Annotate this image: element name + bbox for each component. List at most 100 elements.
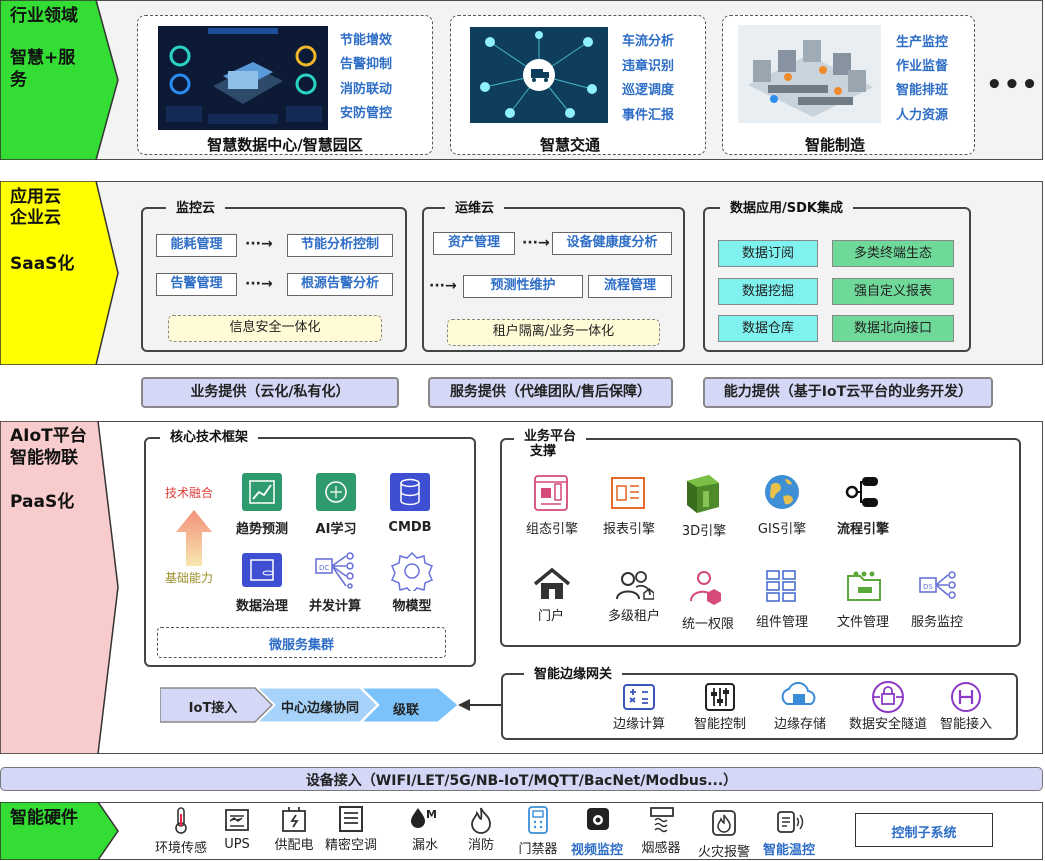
- tech-fusion-label: 技术融合: [165, 486, 214, 500]
- smart-control-label: 智能控制: [693, 717, 746, 732]
- ups-label: UPS: [224, 837, 250, 852]
- thing-model-label: 物模型: [392, 599, 432, 614]
- manufacturing-item-1[interactable]: 生产监控: [896, 35, 949, 50]
- report-engine-label: 报表引擎: [602, 522, 655, 537]
- biz-platform-title: 业务平台: [514, 428, 587, 446]
- 3d-engine-icon: [681, 473, 721, 515]
- precision-ac-label: 精密空调: [324, 838, 377, 853]
- svg-text:DC: DC: [319, 564, 329, 572]
- flow-iot-access[interactable]: IoT接入: [188, 701, 238, 716]
- datacenter-caption: 智慧数据中心/智慧园区: [207, 136, 363, 154]
- access-control-label: 门禁器: [518, 842, 558, 857]
- paas-layer-title-2: 智能物联: [10, 448, 78, 468]
- trend-prediction-label: 趋势预测: [235, 522, 288, 537]
- device-health-button[interactable]: 设备健康度分析: [552, 232, 672, 255]
- thing-model-icon: [390, 551, 434, 595]
- hardware-layer-label: 智能硬件: [0, 802, 120, 860]
- data-subscribe[interactable]: 数据订阅: [718, 240, 818, 267]
- asset-management-button[interactable]: 资产管理: [433, 232, 515, 255]
- service-pill-capability[interactable]: 能力提供（基于IoT云平台的业务开发）: [703, 377, 993, 408]
- ops-cloud-title: 运维云: [445, 200, 505, 218]
- multi-tenant-label: 多级租户: [607, 609, 660, 624]
- datacenter-item-2[interactable]: 告警抑制: [340, 57, 393, 72]
- up-arrow-icon: [176, 510, 212, 566]
- device-access-bar[interactable]: [0, 767, 1043, 791]
- multi-terminal-ecosystem[interactable]: 多类终端生态: [832, 240, 954, 267]
- biz-platform-title-2: 支撑: [530, 443, 557, 461]
- gis-engine-icon: [763, 473, 801, 511]
- paas-layer-label: AIoT平台 智能物联 PaaS化: [0, 421, 120, 754]
- control-subsystem-button[interactable]: [855, 813, 993, 847]
- unified-auth-icon: [687, 569, 725, 605]
- more-ellipsis[interactable]: •••: [986, 70, 1039, 100]
- service-pill-business[interactable]: 业务提供（云化/私有化）: [141, 377, 399, 408]
- biz-platform-panel: [500, 438, 1021, 647]
- smart-temp-control-label: 智能温控: [762, 843, 815, 858]
- datacenter-item-3[interactable]: 消防联动: [340, 82, 393, 97]
- ops-arrow-1: ···→: [522, 235, 550, 251]
- hardware-layer-title: 智能硬件: [10, 808, 78, 828]
- manufacturing-factory-image: [738, 25, 881, 123]
- manufacturing-item-2[interactable]: 作业监督: [896, 59, 949, 74]
- smoke-detector-icon: [648, 806, 676, 834]
- manufacturing-item-3[interactable]: 智能排班: [896, 83, 949, 98]
- video-surveillance-label: 视频监控: [570, 843, 623, 858]
- precision-ac-icon: [338, 805, 364, 833]
- edge-gateway-title: 智能边缘网关: [524, 666, 623, 684]
- manufacturing-item-4[interactable]: 人力资源: [896, 108, 949, 123]
- energy-analysis-button[interactable]: 节能分析控制: [287, 234, 393, 257]
- file-management-icon: [846, 570, 882, 602]
- flow-edge-collab[interactable]: 中心边缘协同: [280, 701, 359, 716]
- cmdb-label: CMDB: [388, 520, 432, 535]
- portal-icon: [532, 567, 572, 601]
- alarm-management-button[interactable]: 告警管理: [156, 273, 237, 296]
- process-management-button[interactable]: 流程管理: [588, 275, 672, 298]
- concurrent-compute-icon: DC: [314, 551, 358, 589]
- traffic-item-2[interactable]: 违章识别: [622, 59, 675, 74]
- power-supply-icon: [281, 805, 307, 833]
- traffic-item-1[interactable]: 车流分析: [622, 34, 675, 49]
- datacenter-item-4[interactable]: 安防管控: [340, 106, 393, 121]
- service-monitor-label: 服务监控: [910, 615, 963, 630]
- service-pill-support[interactable]: 服务提供（代维团队/售后保障）: [428, 377, 673, 408]
- predictive-maintenance-button[interactable]: 预测性维护: [463, 275, 583, 298]
- data-governance-label: 数据治理: [235, 599, 288, 614]
- microservice-cluster[interactable]: [157, 627, 446, 658]
- config-engine-label: 组态引擎: [525, 522, 578, 537]
- root-alarm-analysis-button[interactable]: 根源告警分析: [287, 273, 393, 296]
- monitor-arrow-1: ···→: [245, 236, 273, 252]
- traffic-network-image: [470, 27, 608, 123]
- energy-management-button[interactable]: 能耗管理: [156, 234, 237, 257]
- smart-access-icon: [950, 681, 982, 713]
- file-management-label: 文件管理: [836, 615, 889, 630]
- ai-learning-icon: [316, 473, 356, 511]
- data-app-title: 数据应用/SDK集成: [720, 200, 853, 218]
- tenant-isolation: 租户隔离/业务一体化: [447, 319, 660, 346]
- fire-alarm-icon: [710, 807, 738, 837]
- datacenter-item-1[interactable]: 节能增效: [340, 33, 393, 48]
- 3d-engine-label: 3D引擎: [681, 524, 727, 539]
- datacenter-dashboard-image: [158, 26, 328, 130]
- smoke-detector-label: 烟感器: [641, 841, 681, 856]
- workflow-engine-label: 流程引擎: [836, 522, 889, 537]
- data-warehouse[interactable]: 数据仓库: [718, 315, 818, 342]
- data-mining[interactable]: 数据挖掘: [718, 278, 818, 305]
- fire-label: 消防: [467, 838, 494, 853]
- saas-layer-label: 应用云 企业云 SaaS化: [0, 181, 120, 365]
- component-management-label: 组件管理: [755, 615, 808, 630]
- secure-tunnel-icon: [871, 680, 905, 714]
- ups-icon: [224, 808, 250, 832]
- edge-storage-label: 边缘存储: [773, 717, 826, 732]
- traffic-item-4[interactable]: 事件汇报: [622, 108, 675, 123]
- industry-layer-subtitle: 智慧+服: [10, 48, 76, 68]
- svg-text:DS: DS: [923, 583, 933, 591]
- component-management-icon: [764, 568, 800, 604]
- northbound-api[interactable]: 数据北向接口: [832, 315, 954, 342]
- video-surveillance-icon: [585, 806, 611, 832]
- core-tech-title: 核心技术框架: [160, 429, 259, 447]
- base-capability-label: 基础能力: [165, 571, 214, 585]
- environment-sensor-label: 环境传感: [154, 841, 207, 856]
- traffic-item-3[interactable]: 巡逻调度: [622, 83, 675, 98]
- custom-reports[interactable]: 强自定义报表: [832, 278, 954, 305]
- flow-cascade[interactable]: 级联: [392, 703, 419, 718]
